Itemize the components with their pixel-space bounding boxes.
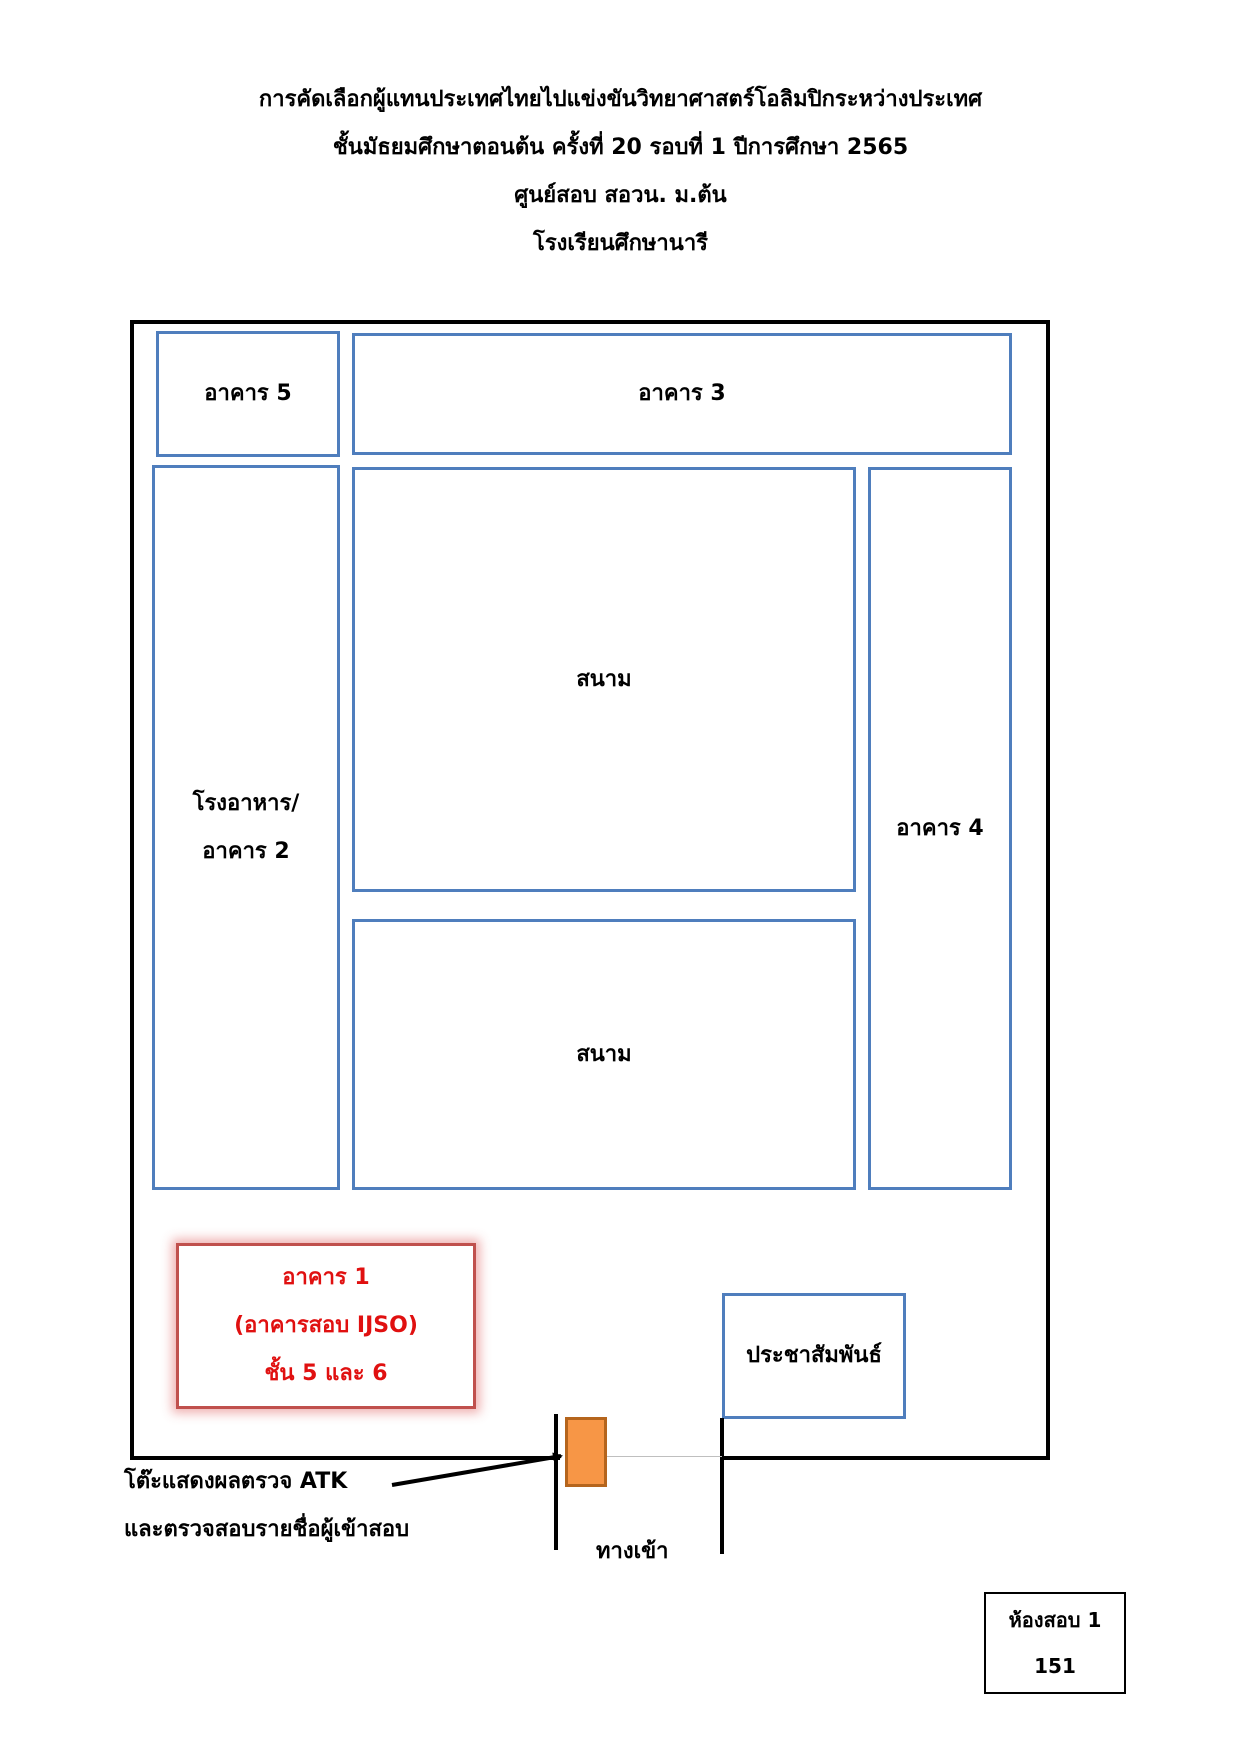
school-boundary	[130, 320, 1050, 1460]
atk-check-desk	[565, 1417, 607, 1487]
entrance-label: ทางเข้า	[596, 1539, 669, 1564]
header-title-line4: โรงเรียนศึกษานารี	[533, 231, 708, 256]
building-3: อาคาร 3	[352, 333, 1012, 455]
field-bottom: สนาม	[352, 919, 856, 1190]
pr-office: ประชาสัมพันธ์	[722, 1293, 906, 1419]
building-4-label: อาคาร 4	[896, 815, 984, 841]
field-top: สนาม	[352, 467, 856, 892]
boundary-bottom-left	[130, 1456, 560, 1460]
canteen-label-line1: โรงอาหาร/	[192, 790, 300, 816]
arrow-line	[391, 1452, 563, 1487]
exam-building-1: อาคาร 1 (อาคารสอบ IJSO) ชั้น 5 และ 6	[176, 1243, 476, 1409]
pr-office-label: ประชาสัมพันธ์	[746, 1343, 882, 1368]
field-bottom-label: สนาม	[576, 1041, 632, 1067]
exam-building-label-line2: (อาคารสอบ IJSO)	[234, 1313, 418, 1338]
exam-building-label-line1: อาคาร 1	[282, 1265, 370, 1290]
header-title-line1: การคัดเลือกผู้แทนประเทศไทยไปแข่งขันวิทยา…	[258, 87, 983, 112]
building-4: อาคาร 4	[868, 467, 1012, 1190]
boundary-bottom-right	[724, 1456, 1050, 1460]
room-info-box: ห้องสอบ 1 151	[984, 1592, 1126, 1694]
field-top-label: สนาม	[576, 666, 632, 692]
canteen-building-2: โรงอาหาร/ อาคาร 2	[152, 465, 340, 1190]
room-number: 151	[1034, 1654, 1076, 1678]
desk-label-line2: และตรวจสอบรายชื่อผู้เข้าสอบ	[124, 1517, 410, 1542]
building-5-label: อาคาร 5	[204, 381, 292, 406]
building-5: อาคาร 5	[156, 331, 340, 457]
header-title-line2: ชั้นมัธยมศึกษาตอนต้น ครั้งที่ 20 รอบที่ …	[332, 135, 909, 160]
room-label: ห้องสอบ 1	[1008, 1608, 1102, 1632]
header-title-line3: ศูนย์สอบ สอวน. ม.ต้น	[514, 183, 727, 208]
gate-post-left	[554, 1414, 558, 1550]
exam-building-label-line3: ชั้น 5 และ 6	[264, 1361, 388, 1386]
building-3-label: อาคาร 3	[638, 381, 726, 406]
gate-post-right	[720, 1418, 724, 1554]
gate-line	[606, 1456, 722, 1457]
canteen-label-line2: อาคาร 2	[202, 838, 290, 864]
desk-label-line1: โต๊ะแสดงผลตรวจ ATK	[124, 1469, 348, 1494]
